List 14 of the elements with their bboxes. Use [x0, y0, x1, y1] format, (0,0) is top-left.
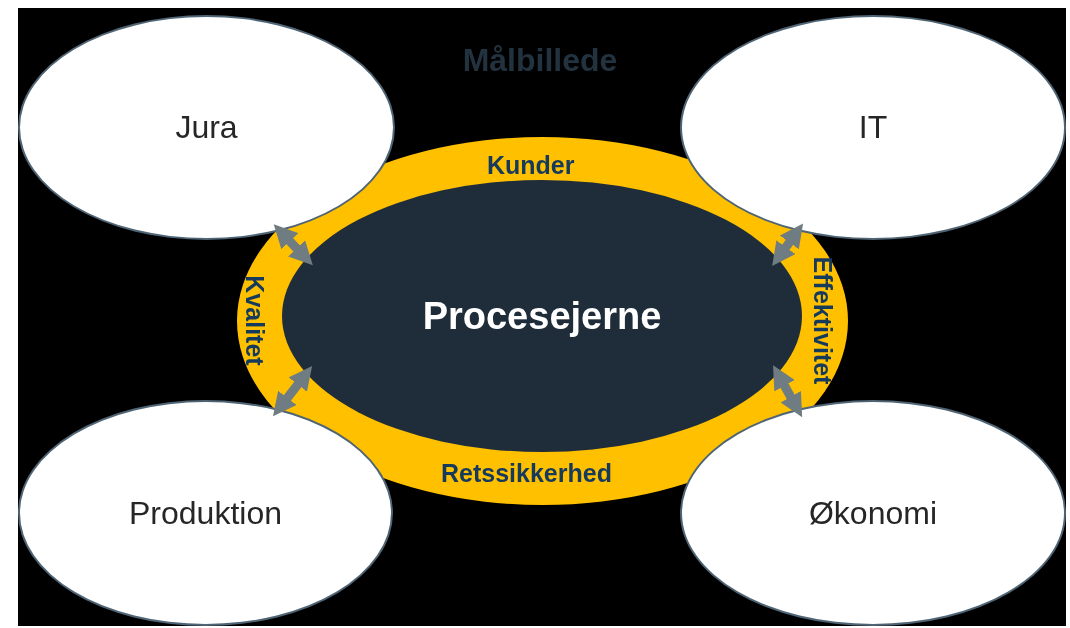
area-label: IT [858, 109, 888, 146]
ring-label: Effektivitet [808, 256, 838, 385]
ring-label: Kvalitet [239, 275, 269, 366]
double-arrow [273, 366, 313, 417]
title: Målbillede [461, 42, 619, 79]
double-arrow [273, 224, 313, 266]
area-label: Produktion [129, 494, 282, 532]
double-arrow [773, 365, 803, 418]
ring-label: Kunder [487, 151, 575, 180]
area-label: Økonomi [808, 494, 937, 532]
ring-label: Retssikkerhed [441, 459, 612, 488]
area-label: Jura [175, 109, 238, 146]
center-label: Procesejerne [422, 294, 662, 338]
double-arrow [772, 223, 804, 267]
